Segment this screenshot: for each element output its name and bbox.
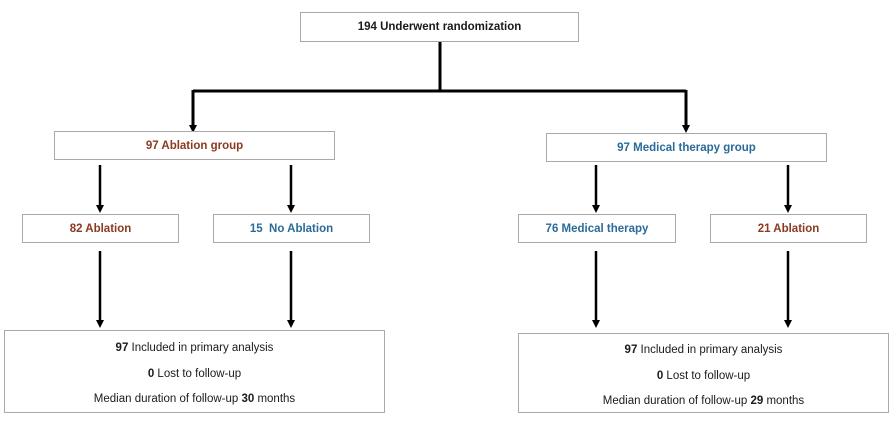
medical-included-count: 97 <box>624 344 638 356</box>
ablation-lost-count: 0 <box>147 368 155 380</box>
medical-lost-line: 0 Lost to follow-up <box>519 370 888 382</box>
ablation-summary-box: 97 Included in primary analysis 0 Lost t… <box>4 330 385 413</box>
medical-lost-text: Lost to follow-up <box>663 370 751 382</box>
ablation-median-line: Median duration of follow-up 30 months <box>5 393 384 405</box>
ablation-included-line: 97 Included in primary analysis <box>5 342 384 354</box>
medical-median-value: 29 <box>750 395 764 407</box>
ablation-sub-82-label: 82 Ablation <box>69 222 132 235</box>
ablation-lost-line: 0 Lost to follow-up <box>5 368 384 380</box>
no-ablation-sub-15-label: 15 No Ablation <box>249 222 334 235</box>
medical-lost-count: 0 <box>656 370 664 382</box>
medical-median-text: Median duration of follow-up <box>602 395 751 407</box>
ablation-included-text: Included in primary analysis <box>128 342 274 354</box>
medical-included-line: 97 Included in primary analysis <box>519 344 888 356</box>
ablation-median-unit: months <box>254 393 296 405</box>
root-node-label: 194 Underwent randomization <box>357 21 522 33</box>
medical-summary-box: 97 Included in primary analysis 0 Lost t… <box>518 333 889 413</box>
medical-included-text: Included in primary analysis <box>637 344 783 356</box>
medical-median-line: Median duration of follow-up 29 months <box>519 395 888 407</box>
ablation-included-count: 97 <box>115 342 129 354</box>
ablation-sub-21-box: 21 Ablation <box>710 214 867 243</box>
ablation-median-text: Median duration of follow-up <box>93 393 242 405</box>
medical-sub-76-box: 76 Medical therapy <box>518 214 676 243</box>
root-node-box: 194 Underwent randomization <box>300 12 579 42</box>
ablation-median-value: 30 <box>241 393 255 405</box>
ablation-sub-21-label: 21 Ablation <box>757 222 820 235</box>
ablation-group-box: 97 Ablation group <box>54 131 335 160</box>
medical-sub-76-label: 76 Medical therapy <box>545 222 649 235</box>
ablation-group-label: 97 Ablation group <box>145 139 244 152</box>
medical-median-unit: months <box>763 395 805 407</box>
medical-group-label: 97 Medical therapy group <box>617 141 756 154</box>
ablation-sub-82-box: 82 Ablation <box>22 214 179 243</box>
no-ablation-sub-15-box: 15 No Ablation <box>213 214 370 243</box>
medical-group-box: 97 Medical therapy group <box>546 133 827 162</box>
ablation-lost-text: Lost to follow-up <box>154 368 242 380</box>
